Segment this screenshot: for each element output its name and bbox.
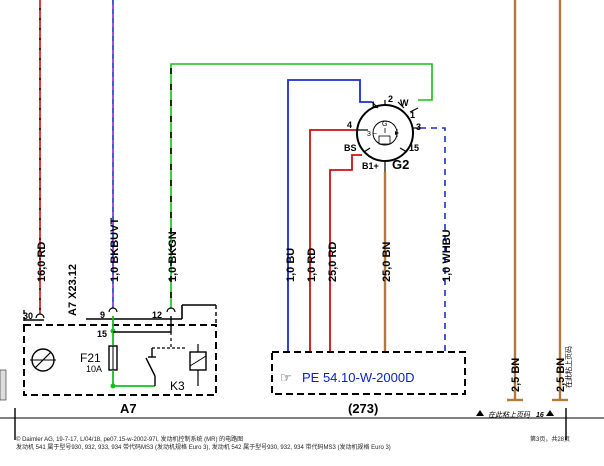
g2-pin-w: W — [400, 98, 409, 108]
label-wire-bkbuvt: 1,0 BKBUVT — [109, 218, 121, 282]
g2-pin-1: 1 — [410, 110, 415, 120]
label-wire-25-bn: 25,0 BN — [381, 242, 393, 282]
wire-1-bu — [287, 79, 372, 352]
module-273: ☞ PE 54.10-W-2000D (273) — [271, 351, 466, 416]
up-arrow-icon — [476, 410, 484, 416]
up-arrow-icon-2 — [546, 410, 554, 416]
wire-2-5-bn-a — [507, 0, 523, 402]
continuation: 在此粘上页码 16 — [476, 410, 554, 419]
module-a7-name: A7 — [120, 401, 137, 416]
g2-pin-3: 3 — [416, 122, 421, 132]
label-wire-2-5-bn-a: 2,5 BN — [510, 358, 522, 392]
footer-line-1: © Daimler AG, 19-7-17, L/04/18, pe07.15-… — [16, 435, 243, 443]
g2-pin-l: L — [372, 100, 378, 110]
g2-pin-b1: B1+ — [362, 161, 379, 171]
footer-line-2: 发动机 541 属于型号930, 932, 933, 934 带代码MS3 (发… — [16, 443, 391, 451]
label-connector: A7 X23.12 — [67, 264, 79, 316]
fuse-f21-rating: 10A — [86, 364, 102, 374]
a7-pin-15: 15 — [97, 329, 107, 339]
wire-bkbuvt — [108, 0, 118, 313]
g2-pin-bs: BS — [344, 143, 357, 153]
wire-1-whbu — [420, 127, 446, 352]
label-wire-2-5-bn-b: 2,5 BN — [555, 358, 567, 392]
wire-1-rd — [309, 129, 368, 352]
g2-pin-4: 4 — [347, 120, 352, 130]
pointing-hand-icon: ☞ — [280, 370, 292, 385]
wire-25-rd — [329, 154, 362, 352]
g2-name: G2 — [392, 157, 409, 172]
relay-k3-label: K3 — [170, 379, 185, 393]
generator-g2: L 2 W 1 4 3 BS 15 B1+ G 3 ~ G2 — [344, 94, 421, 172]
fuse-f21-label: F21 — [80, 351, 101, 365]
g2-pin-15: 15 — [409, 143, 419, 153]
module-273-name: (273) — [348, 401, 378, 416]
label-wire-1-bu: 1,0 BU — [285, 248, 297, 282]
module-a7: 30 9 12 15 F21 10A K3 A7 — [23, 304, 217, 416]
label-wire-whbu: 1,0 WHBU — [441, 229, 453, 282]
g2-pin-2: 2 — [388, 94, 393, 104]
g2-inner-g: G — [382, 121, 387, 128]
wire-2-5-bn-b — [552, 0, 568, 402]
wire-16-rd — [35, 0, 45, 319]
footer-page: 第3页，共28页 — [530, 435, 570, 443]
continuation-text: 在此粘上页码 — [488, 411, 531, 419]
g2-inner-3: 3 ~ — [367, 131, 377, 138]
label-wire-16-rd: 16,0 RD — [36, 242, 48, 282]
label-wire-bkgn: 1,0 BKGN — [167, 231, 179, 282]
wire-bkgn — [166, 63, 433, 313]
a7-pin-9: 9 — [100, 310, 105, 320]
a7-pin-30: 30 — [23, 311, 33, 321]
label-wire-1-rd: 1,0 RD — [306, 248, 318, 282]
a7-pin-12: 12 — [152, 310, 162, 320]
side-note: 在此粘上页码 — [564, 346, 573, 388]
continuation-page: 16 — [536, 412, 544, 419]
module-273-reference-link[interactable]: PE 54.10-W-2000D — [302, 370, 415, 385]
label-wire-25-rd: 25,0 RD — [327, 242, 339, 282]
